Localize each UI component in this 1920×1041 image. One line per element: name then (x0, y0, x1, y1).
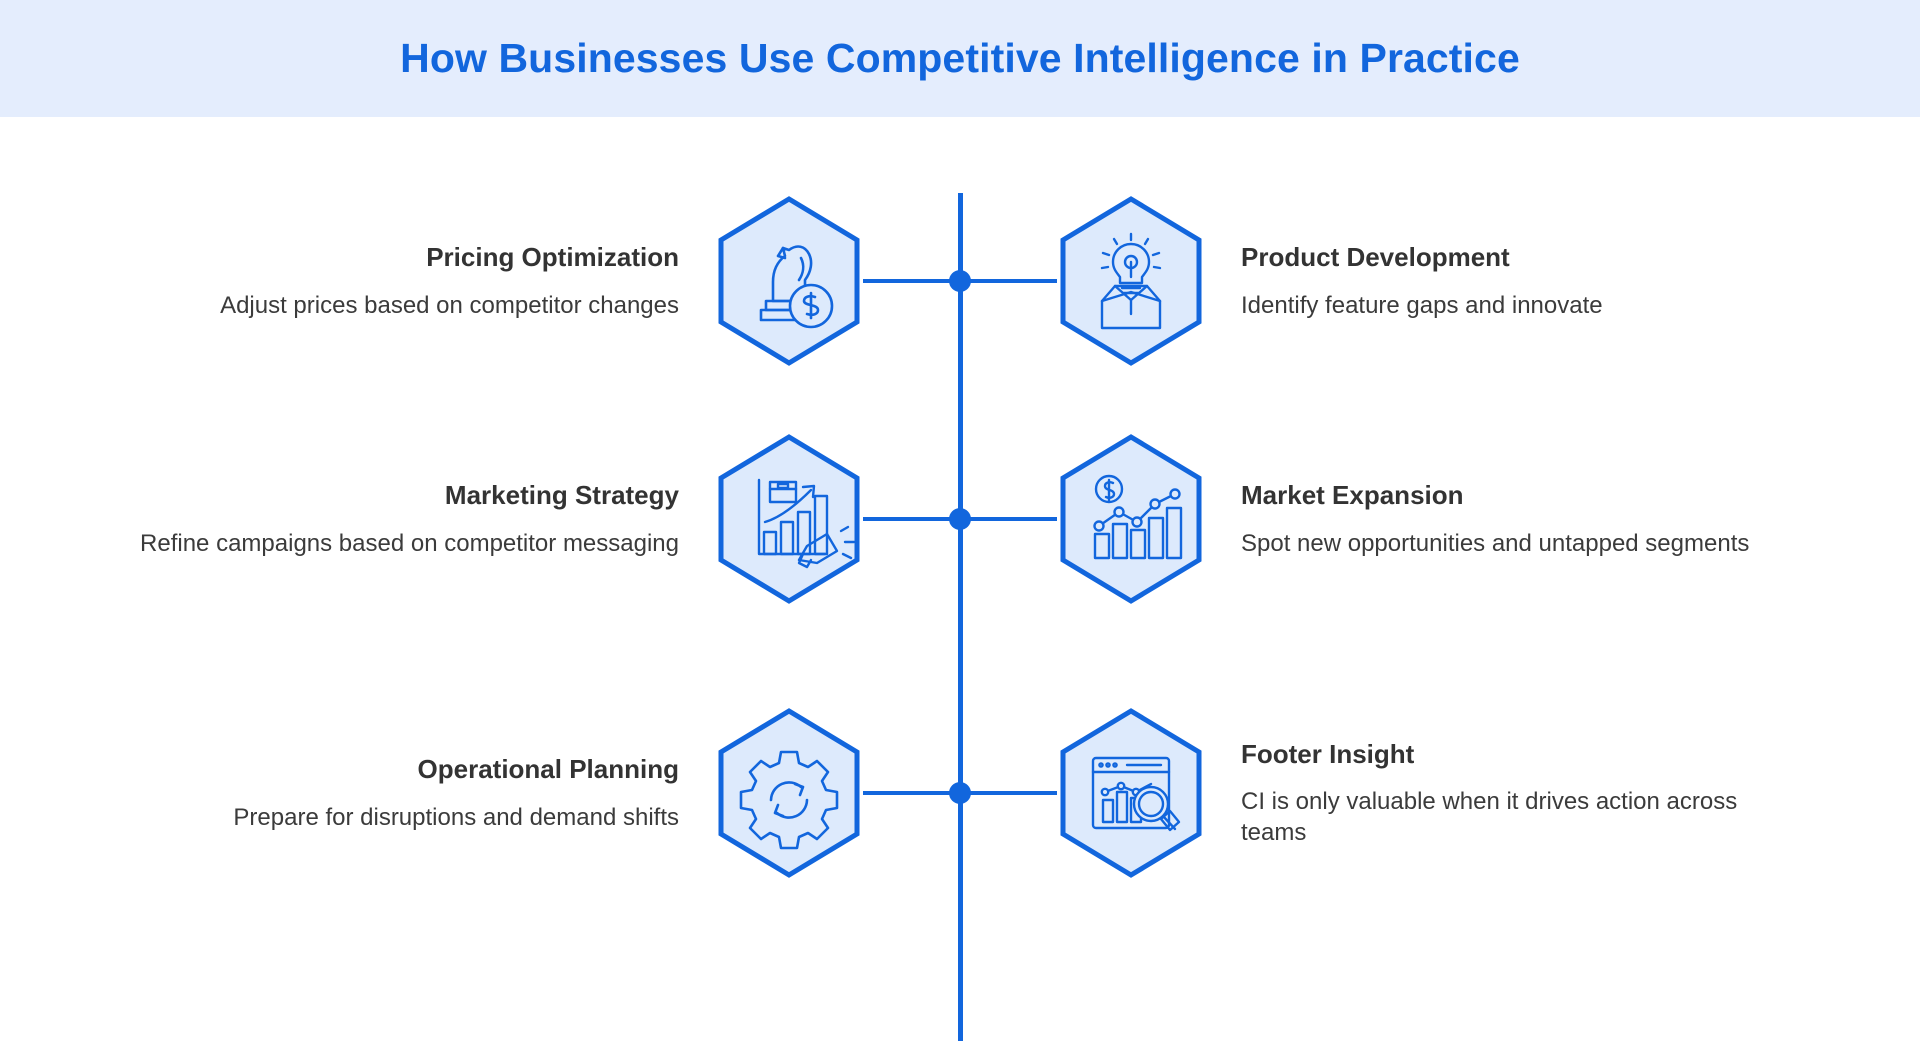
timeline-node-dot (949, 270, 971, 292)
timeline: Pricing Optimization Adjust prices based… (0, 117, 1920, 1041)
timeline-node-dot (949, 508, 971, 530)
timeline-row: Pricing Optimization Adjust prices based… (0, 191, 1920, 371)
timeline-item-left: Operational Planning Prepare for disrupt… (0, 753, 715, 833)
item-title: Operational Planning (417, 754, 679, 785)
item-title: Market Expansion (1241, 480, 1464, 511)
connector-line (960, 791, 1057, 795)
dashboard-magnifier-icon (1057, 708, 1205, 878)
timeline-item-left: Marketing Strategy Refine campaigns base… (0, 479, 715, 559)
item-title: Footer Insight (1241, 738, 1415, 769)
timeline-item-right: Product Development Identify feature gap… (1205, 241, 1920, 321)
connector-line (863, 279, 960, 283)
icon-slot-left (715, 191, 960, 371)
page-title: How Businesses Use Competitive Intellige… (400, 35, 1520, 81)
item-description: Refine campaigns based on competitor mes… (140, 529, 679, 557)
item-description: CI is only valuable when it drives actio… (1241, 788, 1738, 847)
timeline-row: Operational Planning Prepare for disrupt… (0, 703, 1920, 883)
timeline-item-right: Footer Insight CI is only valuable when … (1205, 738, 1920, 849)
icon-slot-left (715, 429, 960, 609)
item-title: Product Development (1241, 242, 1510, 273)
timeline-item-left: Pricing Optimization Adjust prices based… (0, 241, 715, 321)
chess-knight-dollar-icon (715, 196, 863, 366)
connector-line (960, 279, 1057, 283)
item-description: Prepare for disruptions and demand shift… (233, 803, 679, 831)
timeline-spine (957, 193, 963, 1041)
timeline-item-right: Market Expansion Spot new opportunities … (1205, 479, 1920, 559)
timeline-node-dot (949, 782, 971, 804)
gear-refresh-icon (715, 708, 863, 878)
icon-slot-right (960, 429, 1205, 609)
icon-slot-left (715, 703, 960, 883)
timeline-row: Marketing Strategy Refine campaigns base… (0, 429, 1920, 609)
connector-line (960, 517, 1057, 521)
icon-slot-right (960, 191, 1205, 371)
item-title: Pricing Optimization (426, 242, 679, 273)
item-description: Spot new opportunities and untapped segm… (1241, 529, 1750, 557)
connector-line (863, 791, 960, 795)
item-title: Marketing Strategy (444, 480, 679, 511)
lightbulb-box-icon (1057, 196, 1205, 366)
item-description: Adjust prices based on competitor change… (220, 291, 679, 319)
growth-chart-dollar-icon (1057, 434, 1205, 604)
item-description: Identify feature gaps and innovate (1241, 291, 1603, 319)
connector-line (863, 517, 960, 521)
header-band: How Businesses Use Competitive Intellige… (0, 0, 1920, 117)
icon-slot-right (960, 703, 1205, 883)
bar-chart-megaphone-icon (715, 434, 863, 604)
